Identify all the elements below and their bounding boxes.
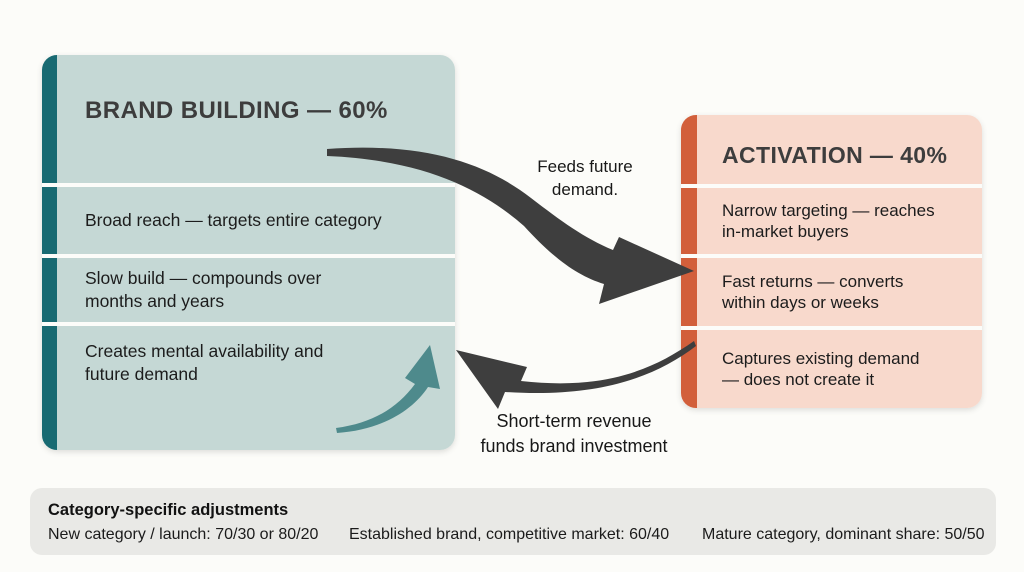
row-text: Creates mental availability and [85,341,324,361]
activation-card-row-narrow-targeting: Narrow targeting — reaches in-market buy… [681,188,982,254]
footer-item-new-category: New category / launch: 70/30 or 80/20 [48,526,319,543]
returns-arrow-label: Short-term revenue funds brand investmen… [448,409,700,459]
activation-card-row-fast-returns: Fast returns — converts within days or w… [681,258,982,326]
brand-card-row-broad-reach: Broad reach — targets entire category [42,187,455,254]
row-text: Slow build — compounds over [85,268,322,288]
footer-item-mature-category: Mature category, dominant share: 50/50 [702,526,985,543]
row-text: Narrow targeting — reaches [722,201,935,220]
return-revenue-arrow-icon [456,341,696,409]
feeds-label-line: demand. [551,180,619,199]
row-text: Broad reach — targets entire category [85,210,382,230]
returns-label-line: funds brand investment [480,436,668,456]
activation-card-row-captures-demand: Captures existing demand — does not crea… [681,330,982,408]
footer-panel: Category-specific adjustments New catego… [30,488,996,555]
footer-item-established-brand: Established brand, competitive market: 6… [349,526,670,543]
row-text: months and years [85,291,225,311]
brand-building-card: BRAND BUILDING — 60% Broad reach — targe… [42,55,455,450]
row-text: future demand [85,364,198,384]
row-text: Fast returns — converts [722,272,904,291]
row-text: within days or weeks [722,293,879,312]
feeds-label-line: Feeds future [537,157,633,176]
row-text: in-market buyers [722,222,849,241]
brand-card-row-mental-availability: Creates mental availability and future d… [42,326,455,450]
brand-card-row-slow-build: Slow build — compounds over months and y… [42,258,455,322]
row-text: — does not create it [722,370,875,389]
returns-label-line: Short-term revenue [496,411,652,431]
footer-title: Category-specific adjustments [48,501,289,519]
row-text: Captures existing demand [722,349,920,368]
brand-card-header: BRAND BUILDING — 60% [42,55,455,183]
activation-card-title: ACTIVATION — 40% [722,142,948,168]
feeds-arrow-label: Feeds future demand. [495,155,675,201]
activation-card: ACTIVATION — 40% Narrow targeting — reac… [681,115,982,408]
activation-card-header: ACTIVATION — 40% [681,115,982,184]
brand-card-title: BRAND BUILDING — 60% [85,97,388,124]
